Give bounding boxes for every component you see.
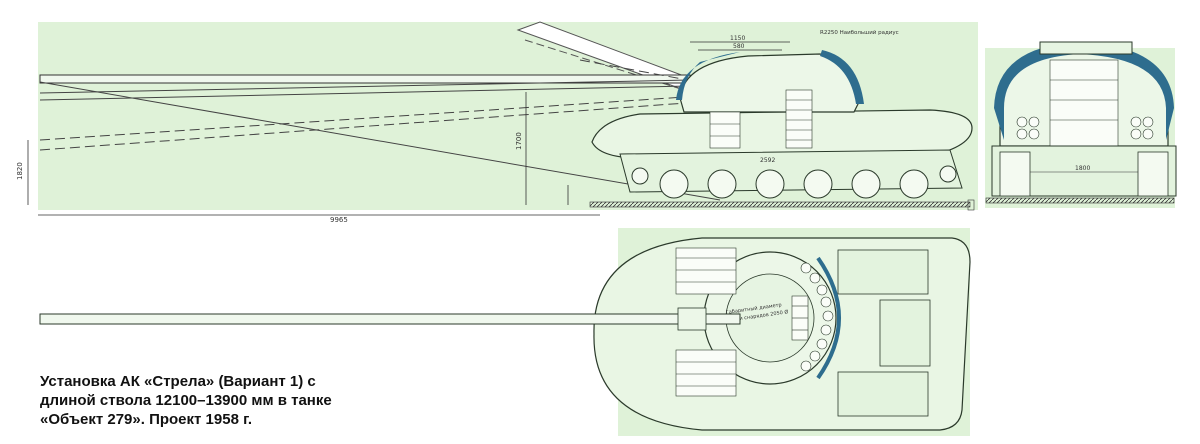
side-dimension-lines [27, 92, 600, 216]
dim-length-total: 9965 [330, 216, 348, 224]
ground-rear [985, 197, 1175, 204]
zenith-note: R2250 Наибольший радиус [820, 29, 899, 36]
trajectory-lines [39, 59, 861, 201]
caption-line-3: «Объект 279». Проект 1958 г. [40, 411, 252, 428]
ammo-column-side [709, 89, 813, 149]
dim-height-bore: 1820 [16, 162, 24, 180]
ammo-carousel-top [800, 262, 834, 372]
caption-line-2: длиной ствола 12100–13900 мм в танке [40, 392, 332, 409]
dim-rear-width: 1800 [1075, 165, 1090, 172]
rear-view: 1800 [985, 41, 1177, 208]
ammo-racks-top [675, 247, 809, 397]
ground-side [589, 201, 971, 208]
dim-hull-height: 1700 [515, 132, 523, 150]
turret-armor-arc [816, 256, 841, 380]
rear-ammo-stacks [1016, 59, 1154, 149]
dim-track-width: 2592 [760, 157, 775, 164]
top-view: Габаритный диаметр по оси снарядов 2050 … [39, 228, 971, 436]
main-barrel-top [39, 313, 741, 325]
dim-turret-b: 580 [733, 43, 745, 50]
caption-line-1: Установка АК «Стрела» (Вариант 1) с [40, 373, 316, 390]
dim-turret-a: 1150 [730, 35, 745, 42]
figure-caption: Установка АК «Стрела» (Вариант 1) с длин… [40, 372, 440, 429]
road-wheels [631, 165, 957, 199]
side-view: 1820 1700 9965 1150 580 R2250 Наибольший… [16, 21, 978, 224]
